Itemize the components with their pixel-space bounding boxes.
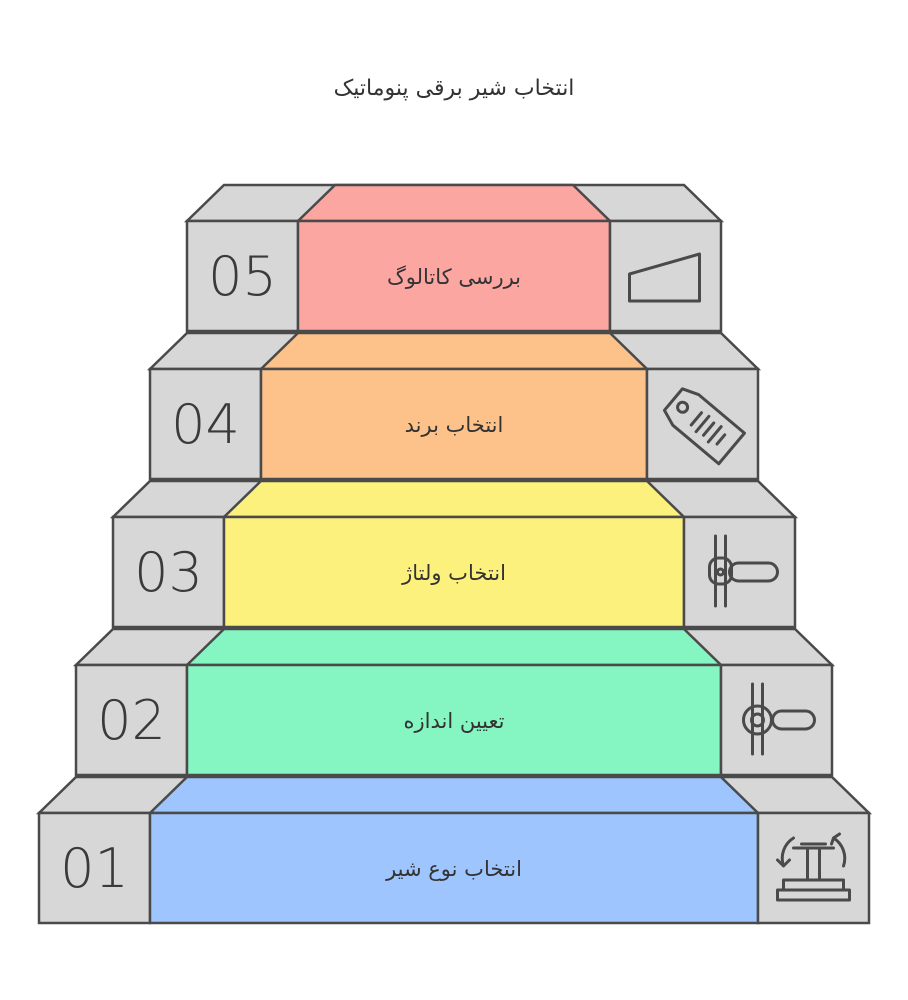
step-number-02: 02 [97, 689, 166, 752]
valve-type-icon [776, 832, 851, 902]
step-tread-color-04 [257, 331, 651, 371]
step-label-03: انتخاب ولتاژ [401, 561, 506, 585]
step-center-face-01 [148, 811, 760, 925]
step-right-face-03 [682, 515, 797, 629]
diagram-title: انتخاب شیر برقی پنوماتیک [333, 76, 575, 101]
step-tread-color-01 [146, 775, 762, 815]
step-center-face-04 [259, 367, 649, 481]
step-label-01: انتخاب نوع شیر [385, 857, 522, 881]
step-number-03: 03 [134, 541, 203, 604]
step-left-face-01 [37, 811, 152, 925]
step-left-face-02 [74, 663, 189, 777]
step-tread-color-05 [294, 183, 614, 223]
step-04: 04 انتخاب برند [146, 331, 762, 481]
step-number-05: 05 [208, 245, 277, 308]
step-left-face-05 [185, 219, 300, 333]
step-number-04: 04 [171, 393, 240, 456]
step-center-face-03 [222, 515, 686, 629]
brand-tag-icon [662, 387, 746, 466]
step-01: 01 انتخاب نوع شیر [35, 775, 873, 925]
valve-voltage-icon [708, 534, 779, 608]
step-05: 05 بررسی کاتالوگ [183, 183, 725, 333]
valve-size-icon [742, 682, 816, 756]
step-03: 03 انتخاب ولتاژ [109, 479, 799, 629]
step-label-02: تعیین اندازه [404, 709, 505, 733]
step-number-01: 01 [60, 837, 129, 900]
step-center-face-02 [185, 663, 723, 777]
catalog-icon [628, 252, 701, 303]
step-right-face-05 [608, 219, 723, 333]
step-right-face-01 [756, 811, 871, 925]
step-left-face-03 [111, 515, 226, 629]
step-right-face-02 [719, 663, 834, 777]
step-label-04: انتخاب برند [405, 413, 504, 437]
step-tread-color-03 [220, 479, 688, 519]
step-label-05: بررسی کاتالوگ [387, 265, 521, 289]
step-02: 02 تعیین اندازه [72, 627, 836, 777]
step-tread-color-02 [183, 627, 725, 667]
